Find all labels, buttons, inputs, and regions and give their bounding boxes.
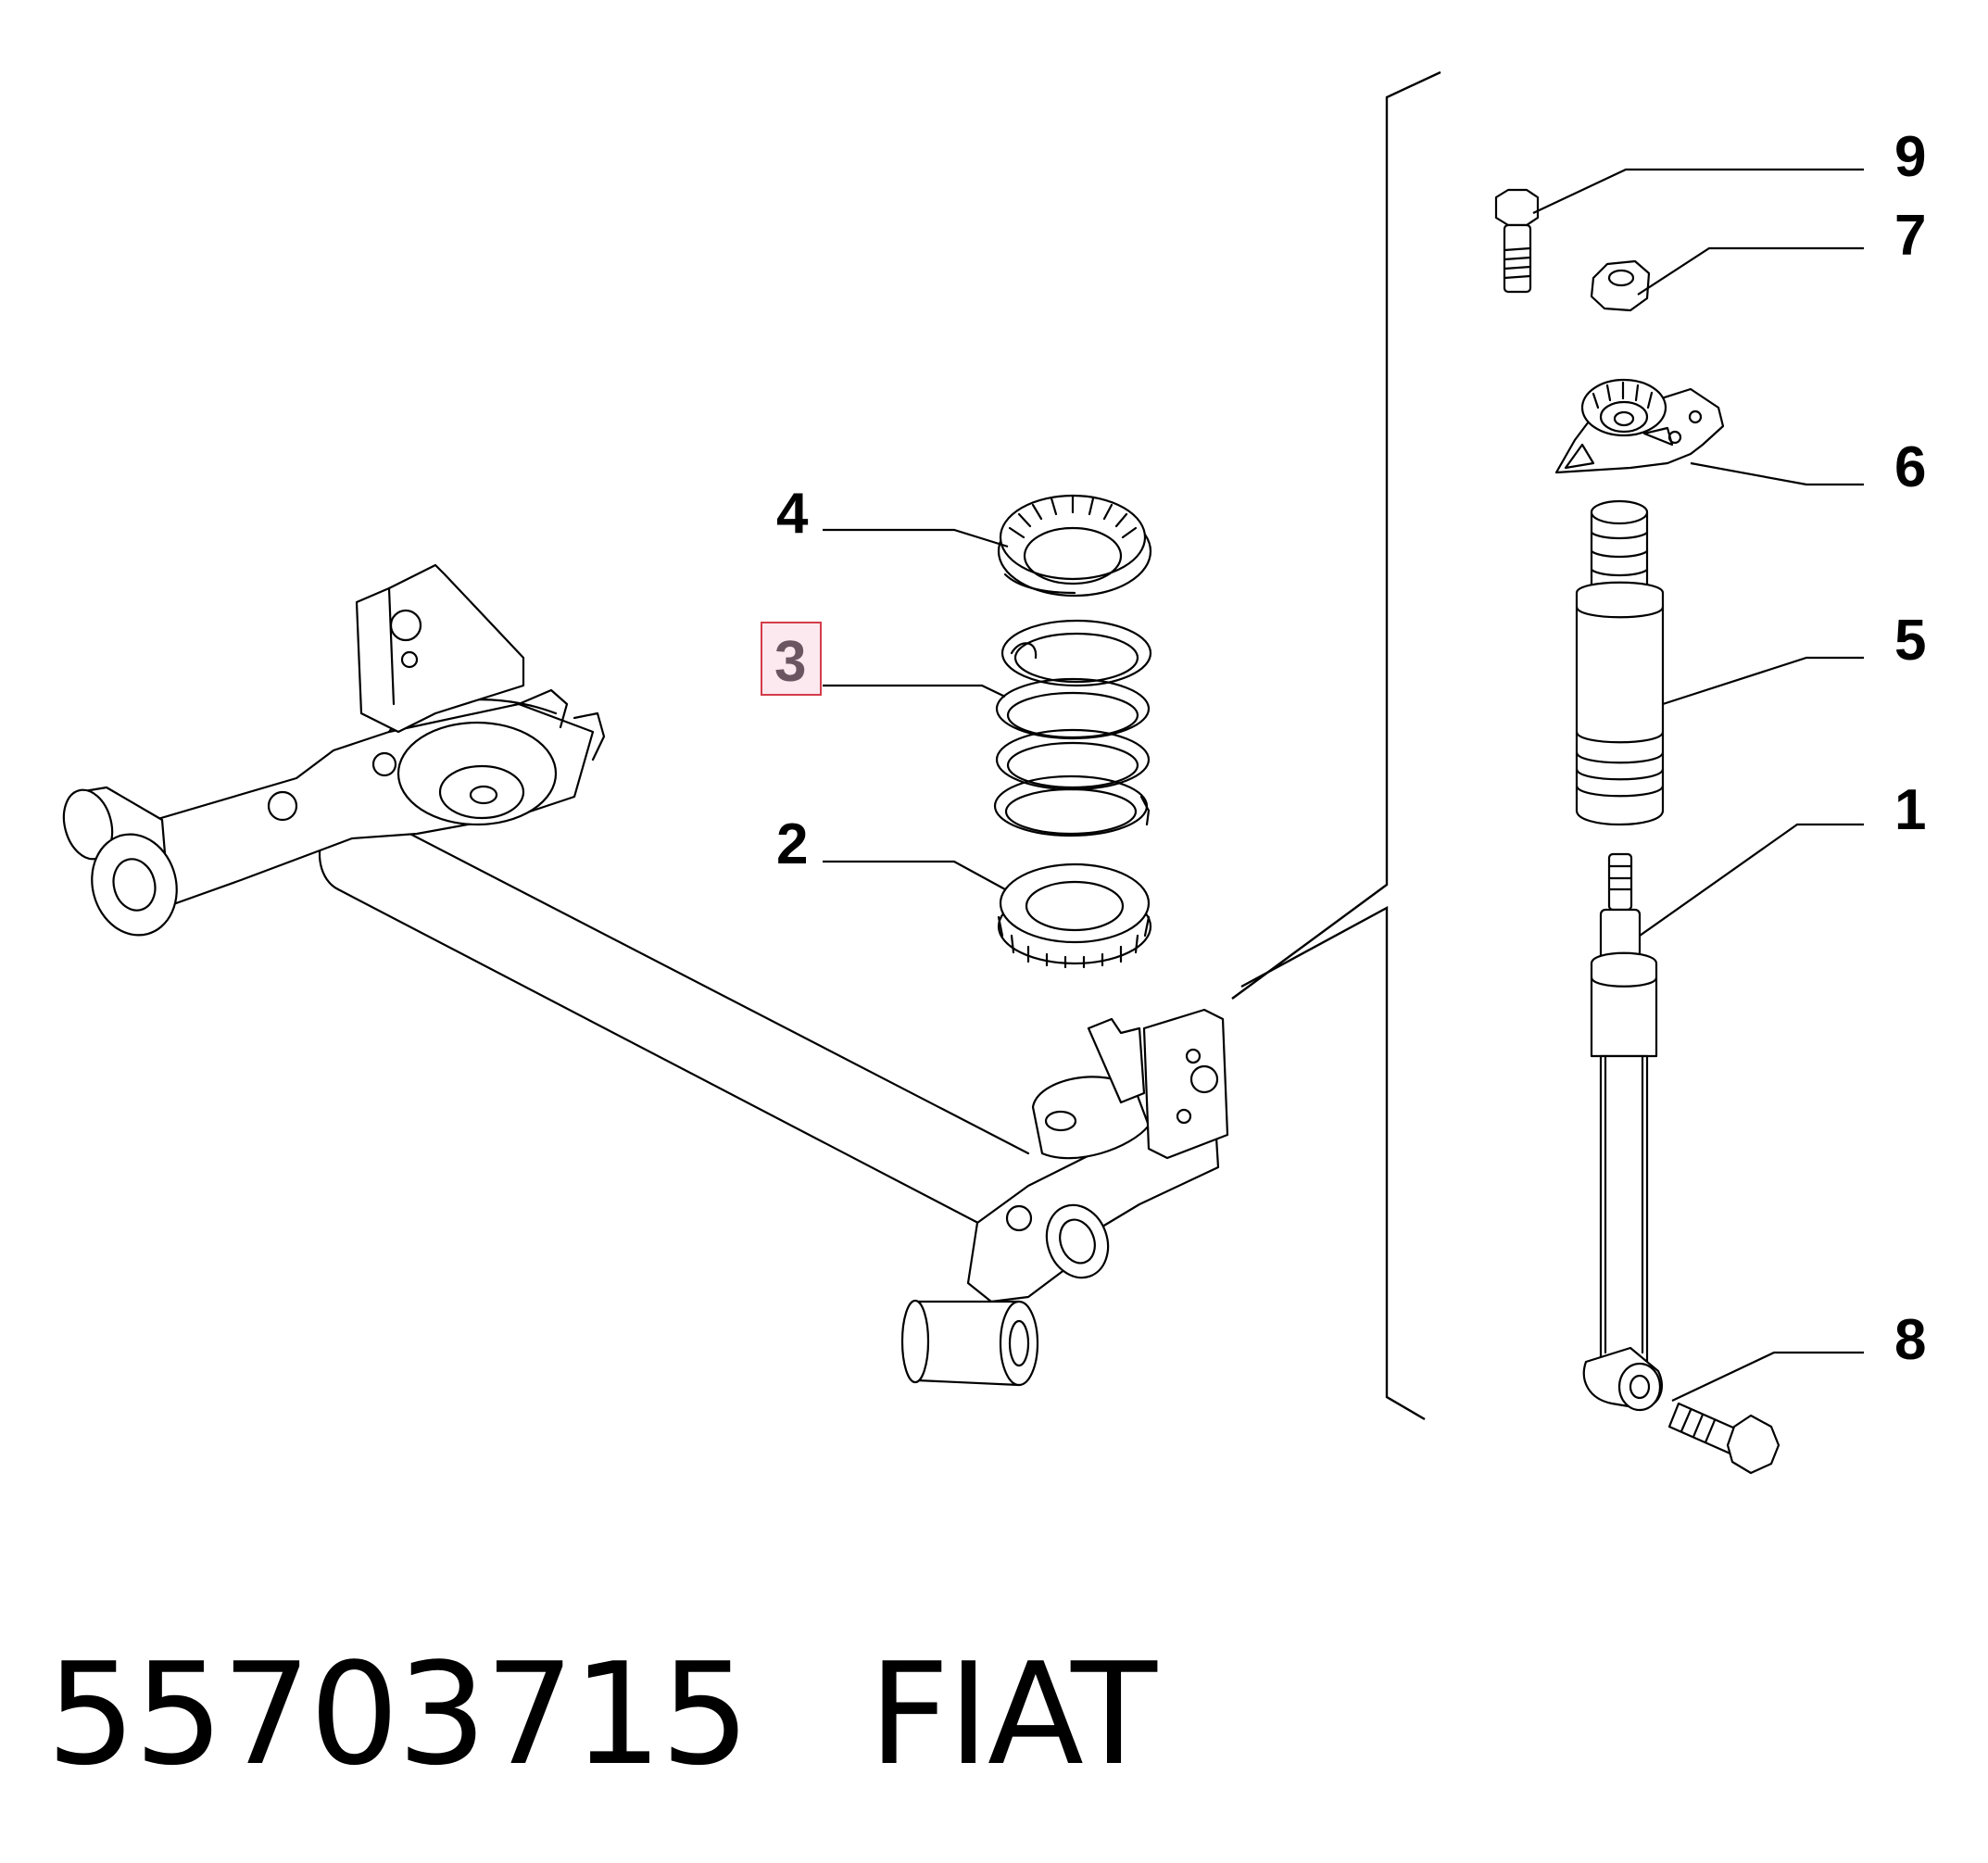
callout-9: 9	[1894, 125, 1926, 189]
callout-8: 8	[1894, 1308, 1926, 1372]
callout-4: 4	[776, 482, 809, 546]
part-3-coil-spring	[993, 619, 1152, 837]
part-9-bolt	[1494, 188, 1540, 294]
part-caption: 55703715 FIAT	[46, 1632, 1157, 1796]
rear-axle-beam	[62, 563, 1229, 1387]
callout-7: 7	[1894, 204, 1926, 268]
brand-name: FIAT	[868, 1631, 1157, 1796]
callout-1: 1	[1894, 778, 1926, 842]
leader-lines	[823, 168, 1864, 1402]
assembly-bracket	[1231, 70, 1441, 1421]
callout-6: 6	[1894, 435, 1926, 499]
part-7-nut	[1590, 259, 1651, 312]
callout-2: 2	[776, 812, 808, 876]
part-2-lower-spring-seat	[997, 862, 1152, 969]
part-5-bump-stop	[1575, 499, 1665, 826]
callout-3-highlight	[761, 622, 822, 696]
part-6-top-mount	[1554, 378, 1725, 474]
callout-3: 3	[774, 630, 806, 694]
part-8-bolt	[1667, 1402, 1780, 1475]
callout-labels: 9 7 6 5 1 8 4 3 2	[761, 125, 1926, 1372]
part-1-shock-absorber	[1582, 852, 1663, 1412]
part-4-upper-spring-seat	[997, 494, 1152, 598]
part-number: 55703715	[46, 1631, 750, 1796]
callout-5: 5	[1894, 609, 1926, 673]
